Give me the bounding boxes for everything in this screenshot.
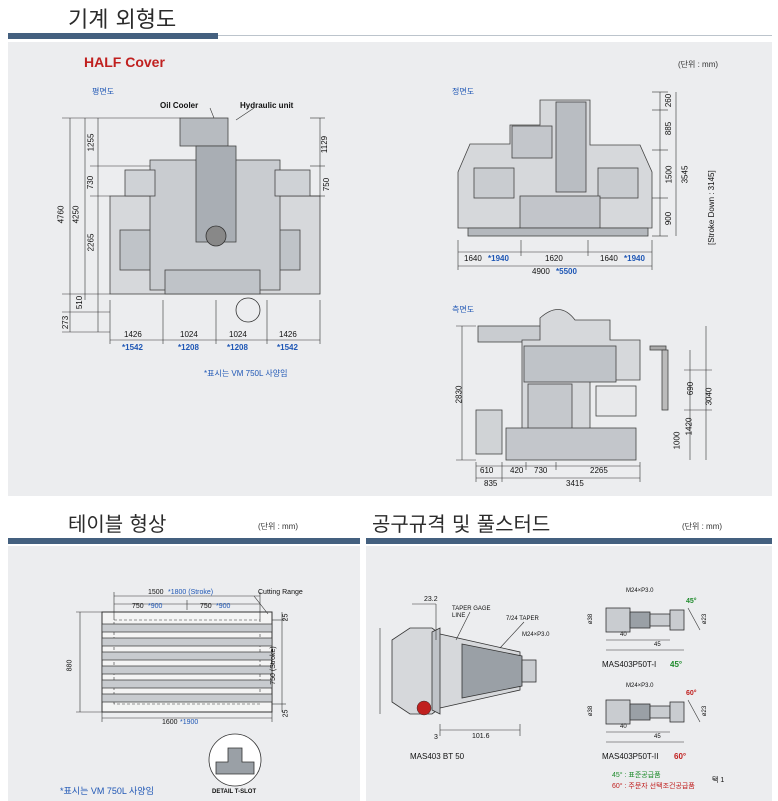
stud2-name: MAS403P50T-II: [602, 752, 659, 761]
front-bottom-star-1940-b: *1940: [624, 254, 645, 263]
unit-label-3: (단위 : mm): [682, 522, 723, 531]
stud2-dim-40: 40: [620, 724, 627, 730]
table-top-star: *1800 (Stroke): [168, 589, 214, 596]
cutting-range-label: Cutting Range: [258, 589, 303, 596]
tool-name-label: MAS403 BT 50: [410, 752, 465, 761]
plan-bottom-star-1542-a: *1542: [122, 343, 143, 352]
section-title-bar: [8, 33, 218, 39]
table-bottom-star: *1900: [180, 719, 199, 726]
section-title-tool-spec: 공구규격 및 풀스터드: [372, 512, 551, 536]
plan-bottom-1024-b: 1024: [229, 330, 247, 339]
plan-bottom-1426-b: 1426: [279, 330, 297, 339]
stud1-dim-45: 45: [654, 642, 661, 648]
side-bottom-730: 730: [534, 466, 548, 475]
thread-m24-label: M24×P3.0: [522, 632, 550, 638]
stud2-dim-45: 45: [654, 734, 661, 740]
stud1-dim-d23: ø23: [702, 613, 709, 625]
table-top-1500: 1500: [148, 589, 164, 596]
front-bottom-1620: 1620: [545, 254, 563, 263]
table-note: *표시는 VM 750L 사양임: [60, 786, 154, 796]
t-slot-detail: [208, 733, 262, 787]
dim-3: 3: [434, 734, 438, 741]
stud1-name-angle: 45°: [670, 660, 683, 669]
taper-gage-line-label: TAPER GAGE LINE: [452, 606, 491, 619]
plan-bottom-star-1208-a: *1208: [178, 343, 199, 352]
legend-60: 60° : 주문자 선택조건공급품: [612, 783, 695, 790]
section-title-rule: [218, 35, 772, 36]
plan-note: *표시는 VM 750L 사양임: [204, 369, 288, 378]
side-view-label: 측면도: [452, 305, 475, 314]
side-bottom-835: 835: [484, 479, 498, 488]
legend-tail: 택 1: [712, 777, 725, 784]
table-half-right: 750: [200, 603, 212, 610]
plan-bottom-1024-a: 1024: [180, 330, 198, 339]
section-title-machine-dimensions: 기계 외형도: [68, 8, 177, 33]
table-half-left: 750: [132, 603, 144, 610]
half-cover-title: HALF Cover: [84, 54, 165, 70]
stud2-dim-d38: ø38: [588, 705, 595, 717]
front-bottom-1640-a: 1640: [464, 254, 482, 263]
front-view-label: 정면도: [452, 87, 475, 96]
unit-label-1: (단위 : mm): [678, 60, 719, 69]
plan-bottom-star-1542-b: *1542: [277, 343, 298, 352]
stud2-name-angle: 60°: [674, 752, 687, 761]
front-total-star-5500: *5500: [556, 267, 577, 276]
taper-7-24-label: 7/24 TAPER: [506, 616, 539, 622]
stud1-thread: M24×P3.0: [626, 588, 654, 594]
front-bottom-star-1940-a: *1940: [488, 254, 509, 263]
legend-45: 45° : 표준공급품: [612, 772, 661, 779]
stud2-angle: 60°: [686, 690, 697, 697]
side-bottom-420: 420: [510, 466, 524, 475]
stud1-angle: 45°: [686, 598, 697, 605]
detail-t-slot-label: DETAIL T-SLOT: [212, 789, 257, 795]
oil-cooler-label: Oil Cooler: [160, 101, 199, 110]
plan-view-label: 평면도: [92, 87, 115, 96]
stud1-dim-40: 40: [620, 632, 627, 638]
section3-title-bar: [366, 538, 772, 544]
side-bottom-3415: 3415: [566, 479, 584, 488]
dim-23-2: 23.2: [424, 596, 438, 603]
section2-title-bar: [8, 538, 360, 544]
plan-bottom-1426-a: 1426: [124, 330, 142, 339]
front-bottom-1640-b: 1640: [600, 254, 618, 263]
plan-bottom-star-1208-b: *1208: [227, 343, 248, 352]
dim-101-6: 101.6: [472, 733, 490, 740]
front-total-4900: 4900: [532, 267, 550, 276]
section-title-table-shape: 테이블 형상: [68, 512, 167, 536]
stud1-dim-d38: ø38: [588, 613, 595, 625]
table-bottom-1600: 1600: [162, 719, 178, 726]
stud2-thread: M24×P3.0: [626, 683, 654, 689]
stud2-dim-d23: ø23: [702, 705, 709, 717]
unit-label-2: (단위 : mm): [258, 522, 299, 531]
side-bottom-2265: 2265: [590, 466, 608, 475]
hydraulic-unit-label: Hydraulic unit: [240, 101, 294, 110]
stud1-name: MAS403P50T-I: [602, 660, 657, 669]
table-half-left-star: *900: [148, 603, 163, 610]
side-bottom-610: 610: [480, 466, 494, 475]
table-half-right-star: *900: [216, 603, 231, 610]
